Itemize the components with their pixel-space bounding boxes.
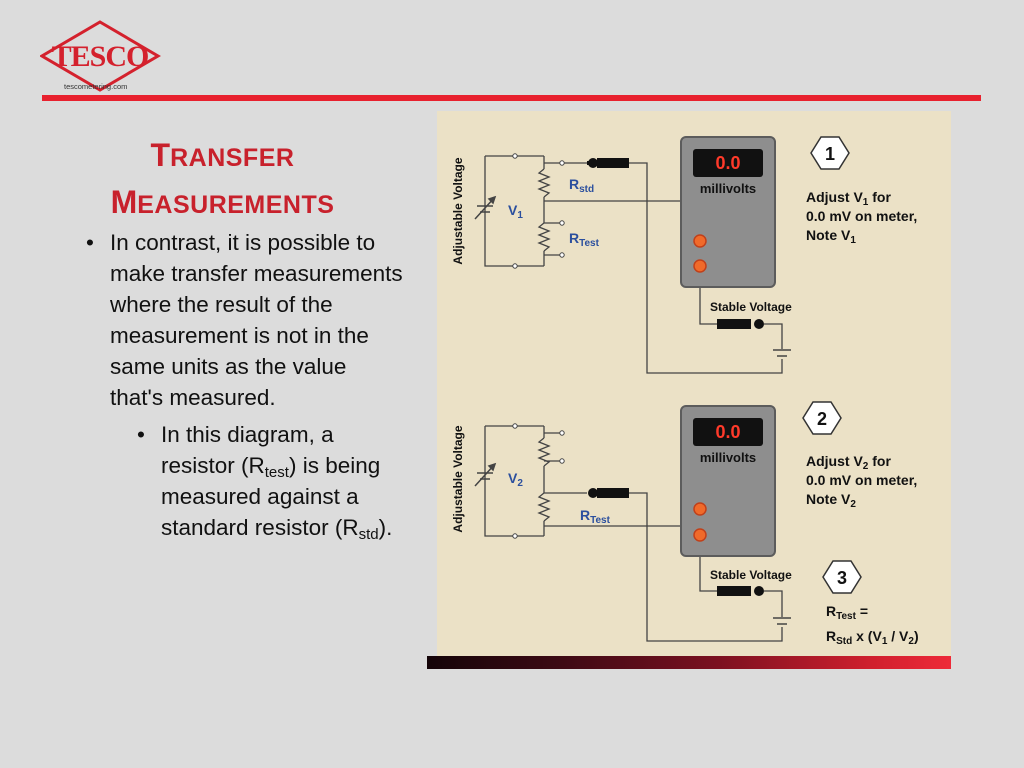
diamond-logo-icon xyxy=(40,20,161,92)
meter-1 xyxy=(680,136,776,288)
title-cap-2: M xyxy=(110,184,138,220)
transfer-measurement-diagram: 0.0 millivolts Adjustable Voltage V1 Rst… xyxy=(437,111,951,656)
meter-1-unit: millivolts xyxy=(700,181,756,196)
panel-1-note-line2: 0.0 mV on meter, xyxy=(806,208,917,224)
wire2-stable-return xyxy=(627,492,783,642)
stable-voltage-label-2: Stable Voltage xyxy=(710,568,792,582)
probe-1 xyxy=(587,158,629,168)
bullet2-sub-test: test xyxy=(264,464,289,481)
panel-1-note-line1: Adjust V1 for xyxy=(806,189,891,208)
panel-2-side-label: Adjustable Voltage xyxy=(451,425,465,532)
result-line1: RTest = xyxy=(826,603,868,622)
probe-stable-2 xyxy=(717,586,764,596)
stable-voltage-label-1: Stable Voltage xyxy=(710,300,792,314)
variable-source-2 xyxy=(474,462,497,487)
tesco-logo: TESCO xyxy=(40,20,161,92)
panel-2-note-line3: Note V2 xyxy=(806,491,856,510)
tap-dots-2 xyxy=(512,423,565,539)
slide-title: TRANSFER MEASUREMENTS xyxy=(90,135,355,229)
probe-stable-1 xyxy=(717,319,764,329)
step-1-number: 1 xyxy=(825,144,835,164)
meter-2-unit: millivolts xyxy=(700,450,756,465)
step-1-badge-icon xyxy=(810,136,850,170)
meter-1-reading: 0.0 xyxy=(715,153,740,173)
title-rest-1: RANSFER xyxy=(170,144,295,172)
wire-source-left xyxy=(484,156,515,267)
meter-2 xyxy=(680,405,776,557)
wire2-stable-up xyxy=(764,590,783,617)
header-rule xyxy=(42,95,981,101)
step-2-number: 2 xyxy=(817,409,827,429)
probe-2 xyxy=(588,488,629,498)
bullet2-part1: In this diagram, a resistor (R xyxy=(161,422,334,478)
bullet-list: In contrast, it is possible to make tran… xyxy=(84,227,404,543)
logo-url: tescometering.com xyxy=(64,82,128,91)
bullet-level2: In this diagram, a resistor (Rtest) is b… xyxy=(84,419,404,543)
footer-gradient-bar xyxy=(427,656,951,669)
battery-1-icon xyxy=(773,349,791,357)
wire-stable-return xyxy=(627,162,783,374)
step-2-badge-icon xyxy=(802,401,842,435)
wire-stable-up xyxy=(764,323,783,349)
bullet2-part3: ). xyxy=(378,515,393,540)
bullet-level1: In contrast, it is possible to make tran… xyxy=(84,227,404,413)
panel-1-note-line3: Note V1 xyxy=(806,227,856,246)
wire2-source-left xyxy=(484,426,515,537)
panel-2-note-line2: 0.0 mV on meter, xyxy=(806,472,917,488)
r-test-label-2: RTest xyxy=(580,507,611,526)
panel-2-note-line1: Adjust V2 for xyxy=(806,453,891,472)
r-std-label: Rstd xyxy=(569,176,594,195)
panel-1-side-label: Adjustable Voltage xyxy=(451,157,465,264)
resistor-std xyxy=(537,168,551,198)
variable-source-1 xyxy=(474,195,497,220)
title-cap-1: T xyxy=(150,137,171,173)
panel-1 xyxy=(484,155,783,374)
meter-2-reading: 0.0 xyxy=(715,422,740,442)
title-rest-2: EASUREMENTS xyxy=(137,191,335,219)
step-3-number: 3 xyxy=(837,568,847,588)
logo-brand-text: TESCO xyxy=(52,40,149,73)
result-line2: RStd x (V1 / V2) xyxy=(826,628,919,647)
panel-1-v-label: V1 xyxy=(508,202,523,221)
tap-dots-1 xyxy=(512,153,565,269)
resistor-test xyxy=(537,222,551,252)
r-test-label-1: RTest xyxy=(569,230,600,249)
resistor2-test xyxy=(537,492,551,522)
bullet1-text: In contrast, it is possible to make tran… xyxy=(110,230,403,410)
bullet2-sub-std: std xyxy=(358,526,379,543)
step-3-badge-icon xyxy=(822,560,862,594)
panel-2-v-label: V2 xyxy=(508,470,523,489)
battery-2-icon xyxy=(773,617,791,625)
bullet2-part2: ) is being measured against a standard r… xyxy=(161,453,381,540)
